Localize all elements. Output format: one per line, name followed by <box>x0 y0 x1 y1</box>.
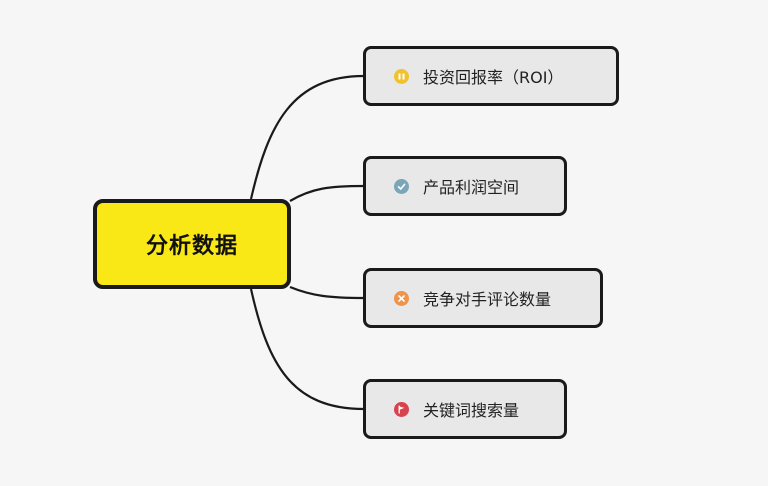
branch-label-profit-margin: 产品利润空间 <box>423 178 520 197</box>
branch-label-keyword-volume: 关键词搜索量 <box>423 401 520 420</box>
root-node-label: 分析数据 <box>145 234 238 259</box>
close-icon <box>394 290 409 306</box>
branch-node-keyword-volume[interactable]: 关键词搜索量 <box>363 379 567 439</box>
pause-icon <box>394 68 409 84</box>
branch-node-roi[interactable]: 投资回报率（ROI） <box>363 46 619 106</box>
check-icon <box>394 178 409 194</box>
root-node-analyze-data[interactable]: 分析数据 <box>93 199 291 289</box>
branch-label-roi: 投资回报率（ROI） <box>423 68 564 87</box>
connector-line-4 <box>249 288 365 411</box>
connector-line-3 <box>289 285 365 300</box>
branch-node-competitor-reviews[interactable]: 竞争对手评论数量 <box>363 268 603 328</box>
connector-line-1 <box>249 74 365 200</box>
branch-node-profit-margin[interactable]: 产品利润空间 <box>363 156 567 216</box>
connector-line-2 <box>289 184 365 202</box>
branch-label-competitor-reviews: 竞争对手评论数量 <box>423 290 552 309</box>
flag-icon <box>394 401 409 417</box>
